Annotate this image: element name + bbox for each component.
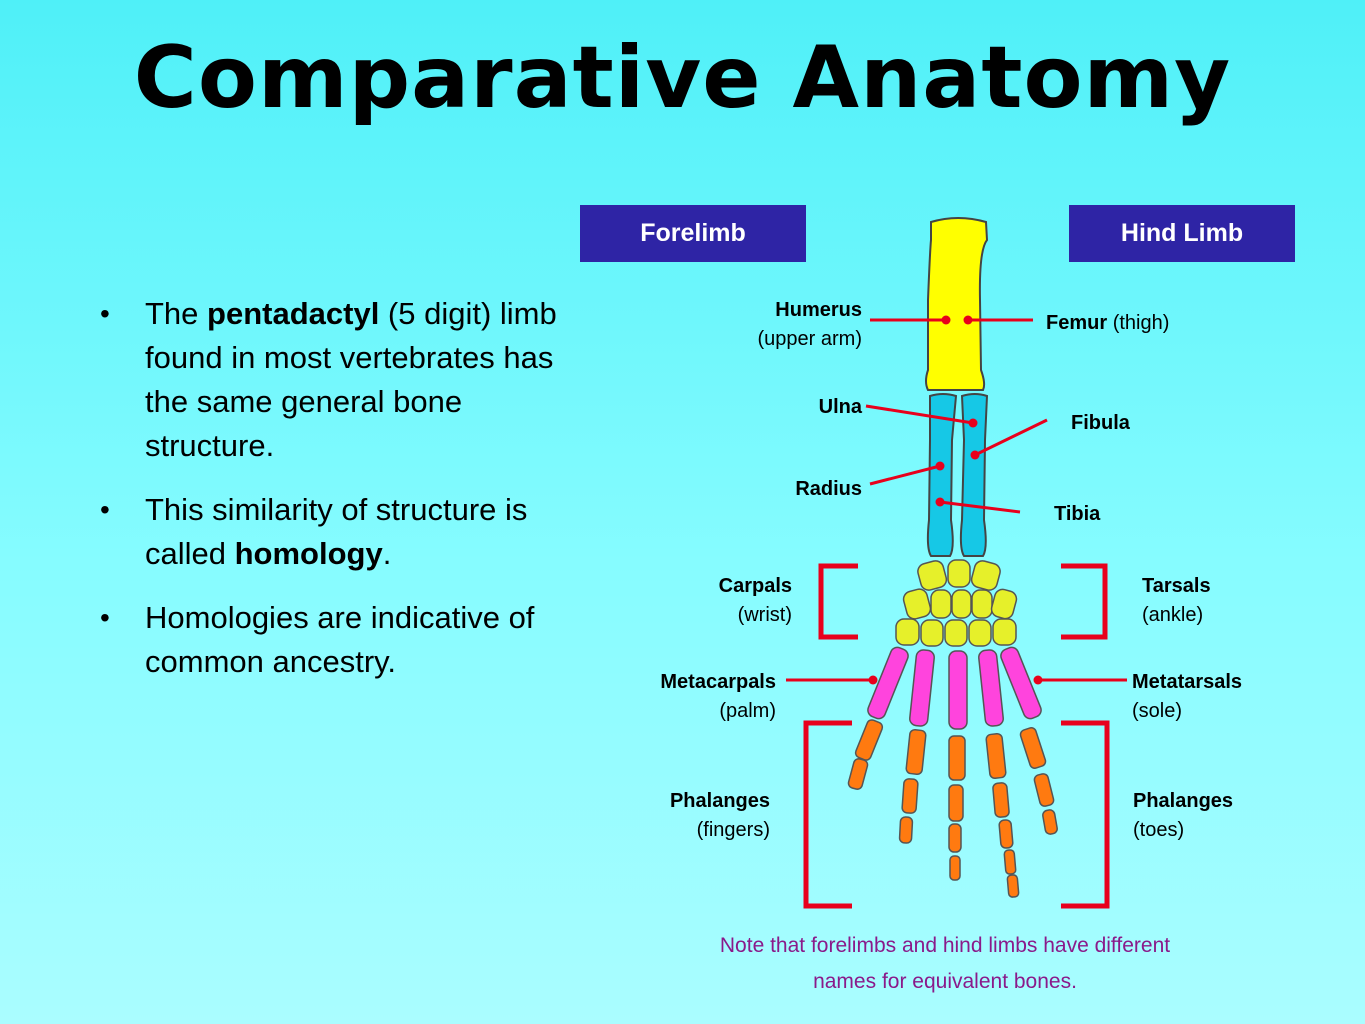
carpal-bone: [902, 588, 932, 620]
radius-label: Radius: [795, 478, 862, 500]
phalanx-bone: [948, 784, 964, 822]
tarsals-bracket: [1061, 563, 1108, 640]
tibia-pointer: [939, 500, 1021, 514]
bullet-dot-icon: •: [100, 298, 110, 329]
phalanx-bone: [905, 729, 927, 775]
bullet-dot-icon: •: [100, 602, 110, 633]
phalanx-bone: [901, 778, 919, 814]
fibula-pointer-dot: [970, 450, 980, 460]
femur-label: Femur (thigh): [1046, 312, 1170, 334]
carpal-bone: [944, 619, 968, 647]
humerus-pointer-dot: [941, 315, 951, 325]
fibula-tibia-bone: [959, 393, 989, 557]
metacarpal-bone: [909, 649, 935, 727]
tibia-label: Tibia: [1054, 503, 1101, 525]
carpal-bone: [992, 618, 1017, 646]
phalanx-bone: [1003, 849, 1017, 875]
carpal-bone: [968, 619, 992, 647]
ulna-label: Ulna: [818, 396, 862, 418]
phalanx-bone: [847, 758, 869, 790]
phalanges-fore-bracket: [803, 720, 852, 909]
bullet-item: • The pentadactyl (5 digit) limb found i…: [100, 292, 580, 468]
hindlimb-header: Hind Limb: [1069, 205, 1295, 262]
pointer-lines: [786, 315, 1127, 685]
ulna-pointer: [865, 404, 974, 425]
ulna-radius-bone: [926, 393, 958, 557]
fibula-label: Fibula: [1071, 412, 1130, 434]
radius-pointer: [869, 464, 941, 486]
carpal-bone: [920, 619, 944, 647]
metacarpals-metatarsals-group: [867, 646, 1042, 730]
phalanges-group: [847, 719, 1058, 898]
bullet-dot-icon: •: [100, 494, 110, 525]
page-title: Comparative Anatomy: [133, 28, 1232, 128]
metacarpals-pointer-dot: [868, 675, 878, 685]
fibula-pointer: [974, 418, 1048, 457]
ulna-pointer-dot: [968, 418, 978, 428]
carpals-label: Carpals (wrist): [718, 575, 792, 626]
carpal-bone: [970, 560, 1001, 591]
phalanges-fore-label: Phalanges (fingers): [669, 790, 770, 841]
tibia-pointer-dot: [935, 497, 945, 507]
metacarpals-label: Metacarpals (palm): [660, 671, 776, 722]
phalanx-bone: [1019, 727, 1047, 769]
metacarpal-bone: [1000, 646, 1042, 720]
footnote: Note that forelimbs and hind limbs have …: [719, 934, 1171, 993]
phalanx-bone: [998, 819, 1014, 849]
femur-pointer-dot: [963, 315, 973, 325]
bullet-item: • This similarity of structure is called…: [100, 488, 580, 576]
humerus-label: Humerus (upper arm): [757, 299, 862, 350]
phalanx-bone: [992, 782, 1010, 818]
carpals-bracket: [818, 563, 858, 640]
metacarpal-bone: [867, 646, 909, 720]
radius-pointer-dot: [935, 461, 945, 471]
carpal-bone: [990, 588, 1018, 620]
phalanx-bone: [948, 735, 966, 781]
phalanx-bone: [985, 733, 1007, 779]
phalanx-bone: [949, 855, 961, 881]
bullet-item: • Homologies are indicative of common an…: [100, 596, 580, 684]
metacarpal-bone: [978, 649, 1004, 727]
carpal-bone: [917, 560, 948, 591]
forelimb-header: Forelimb: [580, 205, 806, 262]
phalanges-hind-label: Phalanges (toes): [1133, 790, 1234, 841]
brackets: [803, 563, 1110, 909]
phalanx-bone: [1033, 773, 1055, 807]
phalanx-bone: [1006, 874, 1020, 898]
metatarsals-label: Metatarsals (sole): [1132, 671, 1243, 722]
metatarsals-pointer-dot: [1033, 675, 1043, 685]
humerus-femur-bone: [925, 217, 989, 391]
carpals-tarsals-group: [895, 559, 1018, 647]
phalanx-bone: [948, 823, 962, 853]
carpal-bone: [971, 589, 993, 619]
metacarpal-bone: [948, 650, 968, 730]
phalanges-hind-bracket: [1061, 720, 1110, 909]
carpal-bone: [930, 589, 952, 619]
carpal-bone: [951, 589, 972, 619]
carpal-bone: [947, 559, 971, 588]
phalanx-bone: [898, 816, 914, 844]
tarsals-label: Tarsals (ankle): [1142, 575, 1211, 626]
carpal-bone: [895, 618, 920, 646]
phalanx-bone: [1042, 809, 1058, 835]
bullet-list: • The pentadactyl (5 digit) limb found i…: [100, 292, 580, 704]
phalanx-bone: [854, 719, 884, 761]
